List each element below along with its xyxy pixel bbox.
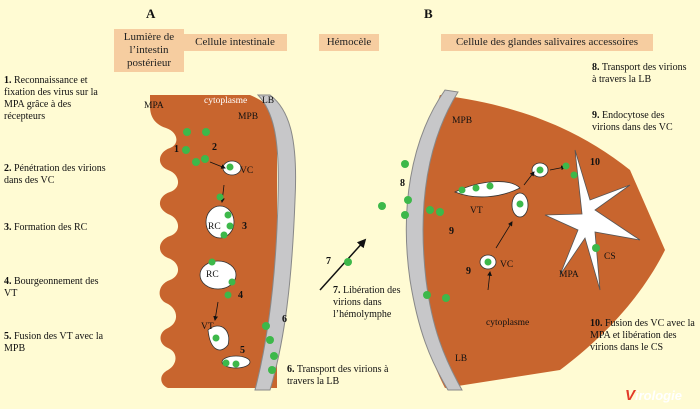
- label-lb-b: LB: [455, 354, 468, 364]
- salivary-cell: [417, 95, 665, 388]
- step-9: 9. Endocytose des virions dans des VC: [592, 110, 673, 133]
- virion: [232, 360, 240, 368]
- virion: [224, 291, 232, 299]
- label-lb-a: LB: [262, 96, 275, 106]
- intestinal-cell: [150, 95, 277, 388]
- diagram-number-7: 7: [326, 256, 331, 267]
- label-rc-2: RC: [206, 270, 219, 280]
- virion: [516, 200, 524, 208]
- virion: [472, 184, 480, 192]
- arrow-b-2: [495, 221, 513, 249]
- virion: [423, 291, 431, 299]
- panel-a-label: A: [146, 6, 156, 21]
- diagram-number-8: 8: [400, 178, 405, 189]
- header-salivary-cell: Cellule des glandes salivaires accessoir…: [441, 34, 653, 51]
- virion: [378, 202, 386, 210]
- virion: [222, 359, 230, 367]
- diagram-number-1: 1: [174, 144, 179, 155]
- virion: [268, 366, 276, 374]
- label-rc-1: RC: [208, 222, 221, 232]
- vesicle-vt-b: [454, 181, 521, 198]
- step-10: 10. Fusion des VC avec la MPA et libérat…: [590, 318, 695, 353]
- label-cytoplasme-a: cytoplasme: [204, 96, 248, 106]
- virion: [201, 155, 209, 163]
- step-7: 7. Libération des virions dans l’hémolym…: [333, 285, 401, 320]
- virion: [208, 258, 216, 266]
- virion: [262, 322, 270, 330]
- virion: [484, 258, 492, 266]
- basal-lamina-a: [254, 94, 297, 391]
- label-vc-b: VC: [500, 260, 514, 270]
- step-6: 6. Transport des virions à travers la LB: [287, 364, 389, 387]
- virion: [426, 206, 434, 214]
- virion: [226, 222, 234, 230]
- virologie-logo: Virologie: [625, 387, 682, 404]
- label-vt-a: VT: [201, 322, 214, 332]
- virion: [182, 146, 190, 154]
- virion: [344, 258, 352, 266]
- diagram-number-9b: 9: [466, 266, 471, 277]
- label-mpa-a: MPA: [144, 101, 164, 111]
- virion: [228, 278, 236, 286]
- virion: [592, 244, 600, 252]
- diagram-number-6: 6: [282, 314, 287, 325]
- diagram-number-3: 3: [242, 221, 247, 232]
- arrow-a-1: [209, 161, 226, 169]
- step-4: 4. Bourgeonnement des VT: [4, 276, 99, 299]
- virion: [226, 163, 234, 171]
- virion: [183, 128, 191, 136]
- virion: [224, 211, 232, 219]
- arrow-a-3: [213, 301, 219, 321]
- virion: [486, 182, 494, 190]
- virion: [401, 211, 409, 219]
- replication-complex-2: [199, 260, 237, 290]
- virion: [562, 162, 570, 170]
- label-cytoplasme-b: cytoplasme: [486, 318, 530, 328]
- label-mpa-b: MPA: [559, 270, 579, 280]
- diagram-number-5: 5: [240, 345, 245, 356]
- diagram-number-2: 2: [212, 142, 217, 153]
- label-cs: CS: [604, 252, 616, 262]
- canal-space: [544, 149, 641, 291]
- label-mpb-a: MPB: [238, 112, 259, 122]
- virion: [212, 334, 220, 342]
- diagram-number-9: 9: [449, 226, 454, 237]
- diagram-number-10: 10: [590, 157, 600, 168]
- arrow-b-4: [549, 165, 566, 171]
- virion: [220, 231, 228, 239]
- header-intestinal-cell: Cellule intestinale: [183, 34, 287, 51]
- step-5: 5. Fusion des VT avec la MPB: [4, 331, 104, 354]
- arrow-step-7: [319, 238, 367, 291]
- step-1: 1. Reconnaissance et fixation des virus …: [4, 75, 98, 122]
- virion: [192, 158, 200, 166]
- virion: [401, 160, 409, 168]
- label-mpb-b: MPB: [452, 116, 473, 126]
- virion: [436, 208, 444, 216]
- virion: [270, 352, 278, 360]
- virion: [404, 196, 412, 204]
- virion: [442, 294, 450, 302]
- step-2: 2. Pénétration des virions dans des VC: [4, 163, 106, 186]
- virion: [216, 193, 224, 201]
- header-lumen: Lumière de l’intestin postérieur: [114, 29, 184, 72]
- virions: [182, 128, 600, 374]
- step-3: 3. Formation des RC: [4, 222, 88, 233]
- arrow-b-1: [487, 271, 492, 291]
- header-hemocoel: Hémocèle: [319, 34, 379, 51]
- panel-b-label: B: [424, 6, 433, 21]
- label-vc-a: VC: [240, 166, 254, 176]
- virion: [202, 128, 210, 136]
- virion: [266, 336, 274, 344]
- label-vt-b: VT: [470, 206, 483, 216]
- virion: [570, 171, 578, 179]
- virion: [458, 186, 466, 194]
- diagram-number-4: 4: [238, 290, 243, 301]
- virion: [536, 166, 544, 174]
- step-8: 8. Transport des virions à travers la LB: [592, 62, 687, 85]
- arrow-b-3: [523, 171, 535, 186]
